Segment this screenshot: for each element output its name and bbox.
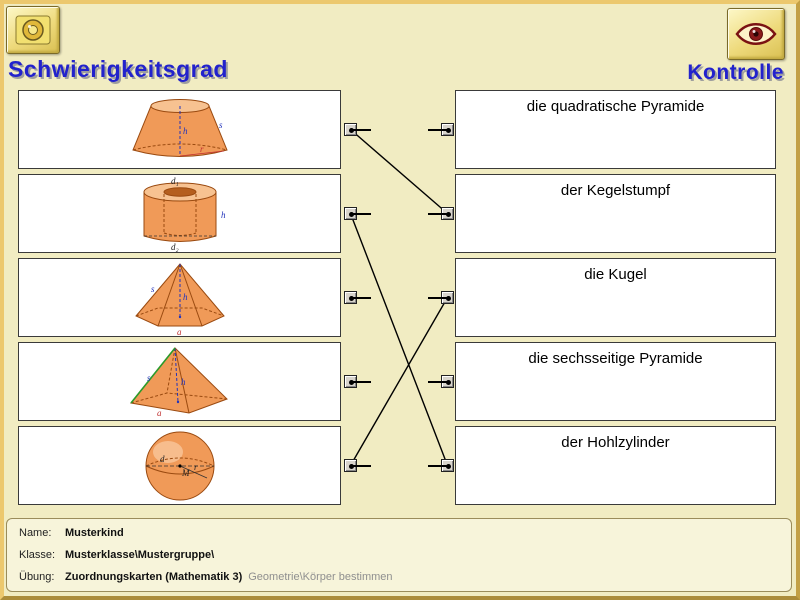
connector-right-2[interactable] — [428, 207, 454, 220]
connector-left-4[interactable] — [344, 375, 371, 388]
connector-right-5[interactable] — [428, 459, 454, 472]
connector-dot — [348, 295, 354, 301]
svg-text:d: d — [160, 454, 165, 464]
svg-text:M: M — [181, 468, 190, 478]
connector-right-3[interactable] — [428, 291, 454, 304]
footer-row-klasse: Klasse: Musterklasse\Mustergruppe\ — [19, 549, 779, 561]
svg-text:a: a — [157, 408, 162, 418]
hexagonal-pyramid-image: s h a — [134, 262, 225, 336]
card-label-kugel[interactable]: die Kugel — [455, 258, 776, 337]
connector-stub — [351, 465, 371, 467]
card-sechsseitige-pyramide[interactable]: s h a — [18, 258, 341, 337]
card-label-text: die Kugel — [584, 266, 647, 283]
footer-extra: Geometrie\Körper bestimmen — [248, 571, 393, 583]
card-kugel[interactable]: d M r — [18, 426, 341, 505]
svg-text:s: s — [151, 284, 155, 294]
connector-right-1[interactable] — [428, 123, 454, 136]
knob-dial-icon — [15, 15, 51, 45]
connector-dot — [445, 295, 451, 301]
footer-panel: Name: Musterkind Klasse: Musterklasse\Must… — [6, 518, 792, 592]
footer-value: Musterklasse\Mustergruppe\ — [65, 549, 215, 561]
svg-text:r: r — [194, 462, 198, 472]
svg-text:s: s — [147, 373, 151, 383]
connector-dot — [445, 211, 451, 217]
difficulty-button[interactable] — [6, 6, 60, 54]
card-quadratische-pyramide[interactable]: s h a — [18, 342, 341, 421]
footer-row-uebung: Übung: Zuordnungskarten (Mathematik 3) Geo… — [19, 571, 779, 583]
card-kegelstumpf[interactable]: h s r — [18, 90, 341, 169]
footer-label: Übung: — [19, 571, 55, 583]
card-label-quadratische-pyramide[interactable]: die quadratische Pyramide — [455, 90, 776, 169]
svg-text:s: s — [219, 120, 223, 130]
svg-text:h: h — [183, 126, 188, 136]
connector-left-2[interactable] — [344, 207, 371, 220]
connector-dot — [445, 127, 451, 133]
card-label-hohlzylinder[interactable]: der Hohlzylinder — [455, 426, 776, 505]
svg-text:a: a — [177, 327, 182, 336]
footer-label: Name: — [19, 527, 52, 539]
connection-line — [350, 128, 448, 215]
connector-left-1[interactable] — [344, 123, 371, 136]
svg-text:h: h — [183, 292, 188, 302]
svg-text:d₂: d₂ — [171, 242, 179, 252]
card-label-text: der Kegelstumpf — [560, 182, 671, 199]
square-pyramid-image: s h a — [129, 346, 228, 418]
connector-dot — [445, 379, 451, 385]
svg-text:r: r — [200, 144, 204, 154]
connector-dot — [348, 463, 354, 469]
connector-stub — [351, 213, 371, 215]
connector-right-4[interactable] — [428, 375, 454, 388]
connector-left-3[interactable] — [344, 291, 371, 304]
hollow-cylinder-image: d₁ d₂ h — [143, 176, 226, 252]
svg-text:d₁: d₁ — [171, 176, 179, 186]
connector-dot — [348, 211, 354, 217]
connector-stub — [351, 381, 371, 383]
footer-row-name: Name: Musterkind — [19, 527, 779, 539]
connector-stub — [351, 129, 371, 131]
connection-line — [349, 213, 449, 466]
footer-label: Klasse: — [19, 549, 56, 561]
svg-text:h: h — [221, 210, 226, 220]
card-label-text: der Hohlzylinder — [561, 434, 670, 451]
sphere-image: d M r — [145, 431, 214, 500]
connector-dot — [348, 379, 354, 385]
connector-dot — [348, 127, 354, 133]
card-hohlzylinder[interactable]: d₁ d₂ h — [18, 174, 341, 253]
page-title: Schwierigkeitsgrad — [8, 56, 228, 82]
eye-icon — [735, 23, 777, 45]
footer-value: Musterkind — [65, 527, 124, 539]
kontrolle-button[interactable] — [727, 8, 785, 60]
frustum-image: h s r — [131, 98, 228, 157]
card-label-kegelstumpf[interactable]: der Kegelstumpf — [455, 174, 776, 253]
card-label-text: die sechsseitige Pyramide — [528, 350, 703, 367]
svg-text:h: h — [181, 377, 186, 387]
kontrolle-title: Kontrolle — [687, 61, 784, 84]
card-label-sechsseitige-pyramide[interactable]: die sechsseitige Pyramide — [455, 342, 776, 421]
connector-stub — [351, 297, 371, 299]
connector-left-5[interactable] — [344, 459, 371, 472]
connector-dot — [445, 463, 451, 469]
footer-value: Zuordnungskarten (Mathematik 3) — [65, 571, 243, 583]
card-label-text: die quadratische Pyramide — [526, 98, 705, 115]
